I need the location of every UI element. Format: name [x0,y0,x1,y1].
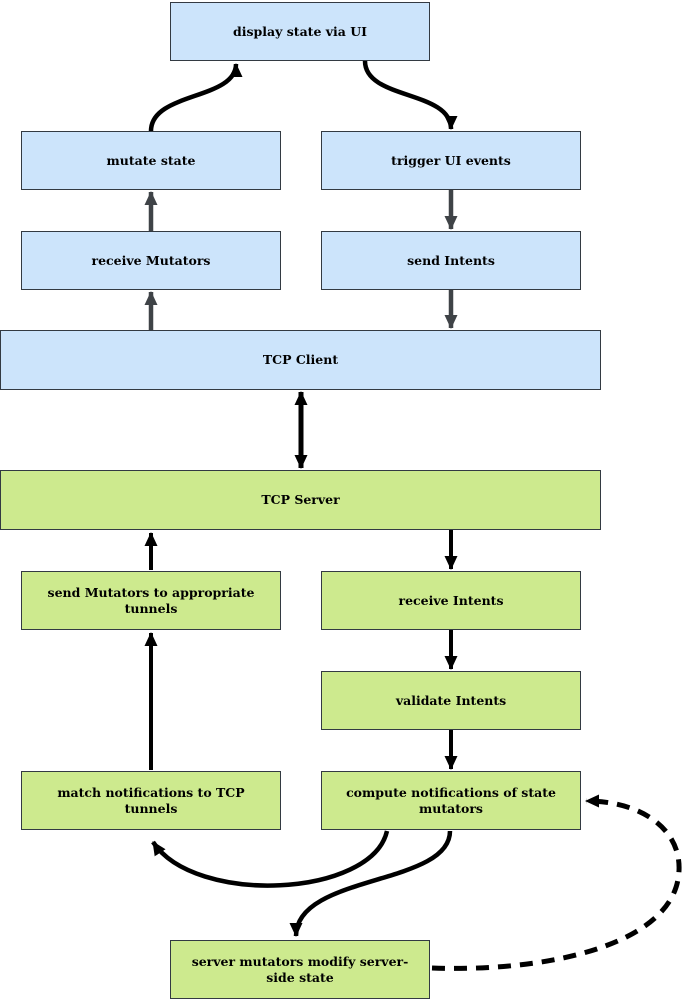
node-label: receive Intents [398,592,504,608]
node-label: receive Mutators [91,252,211,268]
node-receive-intents: receive Intents [321,571,581,630]
node-label: display state via UI [233,23,367,39]
arrow-compute-notifications-to-match-notifications [151,830,390,888]
node-trigger-ui-events: trigger UI events [321,131,581,190]
node-label: trigger UI events [391,152,511,168]
node-label: compute notifications of state mutators [346,784,556,816]
node-label: match notifications to TCP tunnels [57,784,245,816]
node-label: send Mutators to appropriate tunnels [47,584,255,616]
node-server-mutators: server mutators modify server-side state [170,940,430,999]
node-label: send Intents [407,252,495,268]
node-display-state-via-ui: display state via UI [170,2,430,61]
node-label: validate Intents [395,692,507,708]
node-tcp-client: TCP Client [0,330,601,390]
node-validate-intents: validate Intents [321,671,581,730]
node-compute-notifications: compute notifications of state mutators [321,771,581,830]
arrow-mutate-state-to-display-state [148,63,243,132]
node-label: server mutators modify server-side state [191,953,409,985]
node-tcp-server: TCP Server [0,470,601,530]
node-mutate-state: mutate state [21,131,281,190]
node-match-notifications: match notifications to TCP tunnels [21,771,281,830]
node-send-intents: send Intents [321,231,581,290]
node-label: mutate state [106,152,196,168]
node-label: TCP Client [262,352,339,368]
node-receive-mutators: receive Mutators [21,231,281,290]
arrow-compute-notifications-to-server-mutators [289,830,453,937]
node-send-mutators-to-tunnels: send Mutators to appropriate tunnels [21,571,281,630]
arrow-display-state-to-trigger-ui-events [362,60,458,130]
node-label: TCP Server [261,492,340,508]
